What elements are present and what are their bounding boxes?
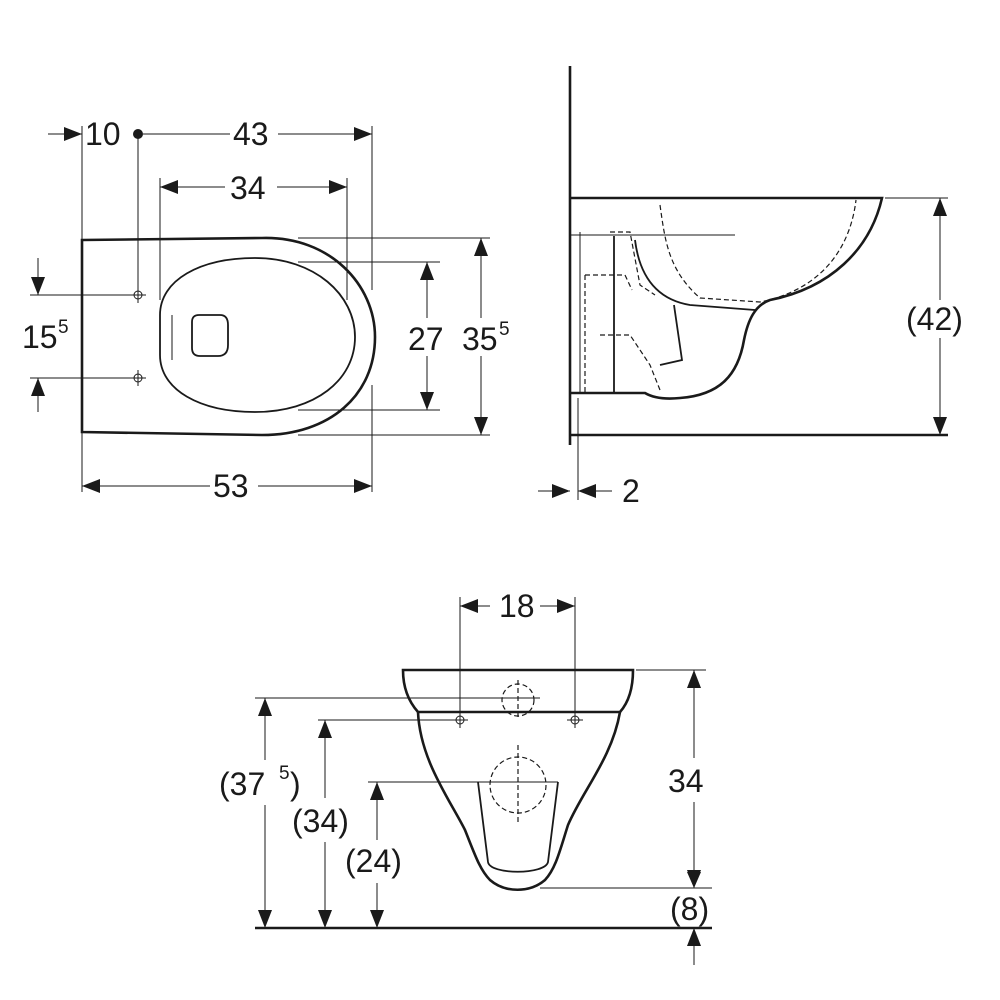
datum-dot (133, 129, 143, 139)
dim-height-outlet: (24) (345, 843, 402, 879)
dim-total-length: 53 (213, 468, 249, 504)
dim-height-rim: (37 (219, 766, 265, 802)
seat-opening (159, 257, 356, 413)
dim-bolt-spacing: 18 (499, 588, 535, 624)
bowl-top-outline (80, 236, 377, 437)
dim-seat-depth: 27 (408, 321, 444, 357)
dim-height-bolts: (34) (292, 803, 349, 839)
front-view: 18 (37 5 ) (34) (24) 34 (219, 588, 712, 965)
dim-total-width: 35 (462, 321, 498, 357)
dim-wall-offset: 10 (85, 116, 121, 152)
dim-total-width-sup: 5 (499, 319, 510, 340)
dim-height-rim-close: ) (290, 766, 301, 802)
top-view: 10 43 34 15 5 27 35 5 (22, 116, 510, 504)
dim-seat-height: (42) (906, 301, 963, 337)
dim-bottom-clearance: (8) (670, 891, 709, 927)
dim-wall-gap: 2 (622, 473, 640, 509)
bolt-right (567, 712, 583, 728)
flush-outlet (191, 314, 229, 357)
bowl-front-body (416, 711, 622, 891)
dim-fixing-spacing-sup: 5 (58, 317, 69, 338)
dim-height-rim-sup: 5 (279, 763, 290, 784)
side-view: (42) 2 (538, 66, 963, 509)
dim-fixing-to-front: 43 (233, 116, 269, 152)
dim-body-height: 34 (668, 763, 704, 799)
trap-hidden-line (659, 199, 857, 303)
dim-seat-width: 34 (230, 170, 266, 206)
dim-fixing-spacing: 15 (22, 319, 58, 355)
bowl-side-outline (570, 196, 884, 400)
